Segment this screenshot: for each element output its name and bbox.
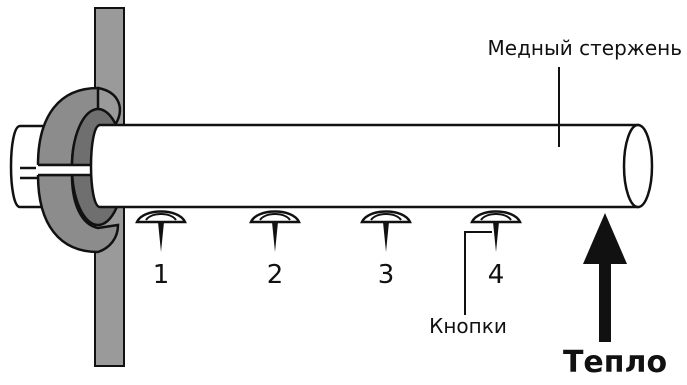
pins-leader-line [464, 231, 492, 315]
pin-2 [249, 210, 301, 252]
pins-group [135, 210, 522, 252]
pin-number-2: 2 [267, 260, 284, 290]
heat-label: Тепло [563, 345, 667, 380]
pin-4 [470, 210, 522, 252]
pin-number-3: 3 [378, 260, 395, 290]
rod-end-cap [622, 123, 654, 209]
copper-rod [89, 123, 654, 209]
pins-label: Кнопки [429, 314, 507, 338]
heat-arrow [583, 213, 627, 342]
rod-label: Медный стержень [488, 36, 682, 60]
pin-1 [135, 210, 187, 252]
pin-number-1: 1 [153, 260, 170, 290]
pin-number-4: 4 [488, 260, 505, 290]
pin-3 [360, 210, 412, 252]
clamp-ring [36, 86, 126, 254]
